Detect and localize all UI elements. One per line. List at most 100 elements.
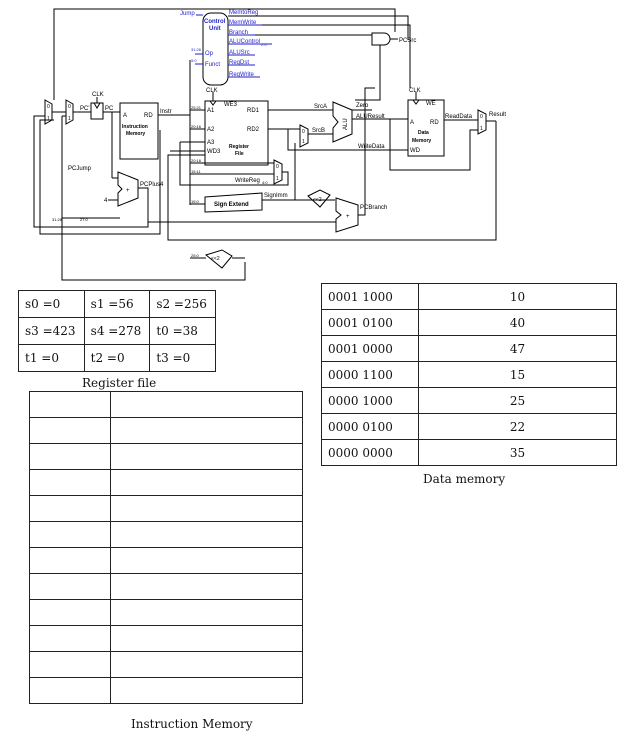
rf-wd3-label: WD3 [207, 149, 221, 155]
table-row [29, 391, 303, 418]
regwrite-label: RegWrite [229, 72, 255, 78]
control-unit-line1: Control [204, 19, 226, 25]
rf-a1-label: A1 [207, 108, 215, 114]
table-cell[interactable] [29, 495, 111, 522]
mux-pc-1: 1 [47, 116, 50, 122]
table-cell: 0001 0100 [321, 309, 419, 336]
four-label: 4 [104, 198, 108, 204]
table-cell: t1 =0 [18, 344, 85, 372]
clk-pc-label: CLK [92, 92, 104, 98]
table-cell[interactable] [110, 469, 303, 496]
branch-label: Branch [229, 30, 248, 36]
op-bits-label: 31:26 [191, 47, 202, 52]
rf-we3-label: WE3 [224, 102, 238, 108]
table-cell[interactable] [29, 521, 111, 548]
table-cell[interactable] [29, 651, 111, 678]
shift-left-2 [307, 189, 331, 208]
table-cell: 15 [418, 361, 617, 388]
table-cell: 0000 0000 [321, 439, 419, 466]
table-cell[interactable] [110, 677, 303, 704]
table-cell[interactable] [110, 573, 303, 600]
mux-pc-0: 0 [47, 104, 50, 110]
jump-label: Jump [180, 11, 195, 17]
imem-a-label: A [123, 113, 127, 119]
table-cell: 0001 1000 [321, 283, 419, 310]
table-cell[interactable] [29, 547, 111, 574]
dm-we-label: WE [426, 101, 436, 107]
table-cell: s2 =256 [149, 290, 216, 318]
table-cell[interactable] [110, 547, 303, 574]
table-cell: t3 =0 [149, 344, 216, 372]
table-cell: 25 [418, 387, 617, 414]
table-cell: 10 [418, 283, 617, 310]
instr-label: Instr [160, 109, 172, 115]
table-row [29, 625, 303, 652]
table-row: s0 =0 s1 =56 s2 =256 [18, 290, 216, 318]
table-cell[interactable] [110, 391, 303, 418]
table-cell[interactable] [29, 599, 111, 626]
table-cell[interactable] [110, 521, 303, 548]
alucontrol-width-label: 2:0 [261, 42, 267, 47]
srca-label: SrcA [314, 104, 327, 110]
table-cell[interactable] [29, 391, 111, 418]
table-row [29, 469, 303, 496]
writereg-bits-label: 4:0 [262, 180, 268, 185]
table-cell[interactable] [110, 417, 303, 444]
sign-extend [204, 192, 263, 213]
table-cell: t2 =0 [83, 344, 151, 372]
table-row [29, 417, 303, 444]
result-mux [477, 109, 487, 135]
mux-srcb-1: 1 [302, 139, 305, 145]
table-cell: 47 [418, 335, 617, 362]
bits-150-label: 15:0 [191, 199, 200, 204]
signext-label: Sign Extend [214, 202, 249, 208]
table-cell[interactable] [29, 677, 111, 704]
bits-1511-label: 15:11 [191, 169, 201, 174]
datapath-diagram: Jump MemtoReg MemWrite Branch ALUControl… [33, 8, 506, 281]
alusrc-label: ALUSrc [229, 50, 250, 56]
dm-a-label: A [410, 120, 414, 126]
funct-label: Funct [205, 62, 220, 68]
dm-line2: Memory [412, 138, 431, 144]
pc-register [90, 102, 104, 120]
table-cell[interactable] [29, 417, 111, 444]
table-cell[interactable] [110, 651, 303, 678]
bits-270-label: 27:0 [80, 217, 89, 222]
table-cell[interactable] [29, 625, 111, 652]
op-label: Op [205, 51, 214, 57]
funct-bits-label: 5:0 [191, 58, 197, 63]
table-row [29, 573, 303, 600]
table-row [29, 677, 303, 704]
table-cell: 35 [418, 439, 617, 466]
table-cell[interactable] [29, 573, 111, 600]
table-row [29, 521, 303, 548]
mux-result-0: 0 [480, 114, 483, 120]
memtoreg-label: MemtoReg [229, 10, 258, 16]
table-cell[interactable] [29, 443, 111, 470]
rf-rd2-label: RD2 [247, 127, 260, 133]
pc-label: PC [105, 106, 114, 112]
table-row [29, 651, 303, 678]
table-row [29, 599, 303, 626]
table-cell: 0000 0100 [321, 413, 419, 440]
control-unit-line2: Unit [209, 26, 221, 32]
result-label: Result [489, 112, 506, 118]
bits-2016-label: 20:16 [191, 124, 202, 129]
regdst-label: RegDst [229, 60, 249, 66]
table-cell[interactable] [110, 599, 303, 626]
table-cell[interactable] [110, 625, 303, 652]
alu [332, 101, 353, 143]
table-cell[interactable] [110, 495, 303, 522]
pcbranch-adder [335, 197, 359, 233]
table-cell[interactable] [29, 469, 111, 496]
srcb-label: SrcB [312, 128, 325, 134]
shl2-label: <<2 [313, 197, 322, 203]
mux-writereg-1: 1 [276, 176, 279, 182]
table-cell[interactable] [110, 443, 303, 470]
clk-dm-label: CLK [409, 88, 421, 94]
control-unit [202, 12, 229, 86]
